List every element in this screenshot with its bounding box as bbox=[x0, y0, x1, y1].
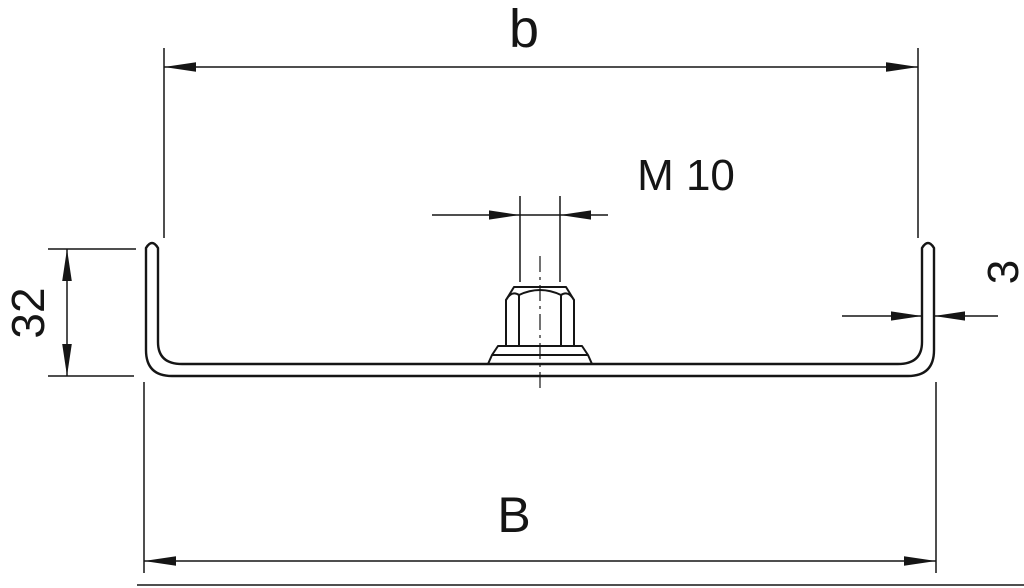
dim-m10-arrow-right bbox=[560, 210, 591, 220]
dim-3-label: 3 bbox=[979, 260, 1024, 284]
dim-m10-label: M 10 bbox=[637, 151, 735, 200]
profile-outline bbox=[144, 241, 936, 378]
dim-m10-arrow-left bbox=[489, 210, 520, 220]
channel-profile bbox=[144, 241, 936, 378]
dim-32-arrow-bottom bbox=[62, 344, 72, 376]
dimension-32: 32 bbox=[2, 248, 136, 377]
dimension-3: 3 bbox=[842, 260, 1024, 321]
dim-32-arrow-top bbox=[62, 249, 72, 281]
dim-B-arrow-left bbox=[144, 556, 176, 566]
dim-3-arrow-right bbox=[934, 311, 965, 321]
dim-B-arrow-right bbox=[904, 556, 936, 566]
dim-b-arrow-right bbox=[886, 62, 918, 72]
dim-3-arrow-left bbox=[891, 311, 922, 321]
dimension-B: B bbox=[143, 382, 937, 573]
dim-b-label: b bbox=[509, 0, 539, 59]
dimension-m10: M 10 bbox=[432, 151, 735, 282]
dim-B-label: B bbox=[497, 487, 530, 543]
dimension-b: b bbox=[163, 0, 919, 238]
dim-32-label: 32 bbox=[2, 287, 54, 338]
dim-b-arrow-left bbox=[164, 62, 196, 72]
weld-nut bbox=[487, 256, 593, 388]
